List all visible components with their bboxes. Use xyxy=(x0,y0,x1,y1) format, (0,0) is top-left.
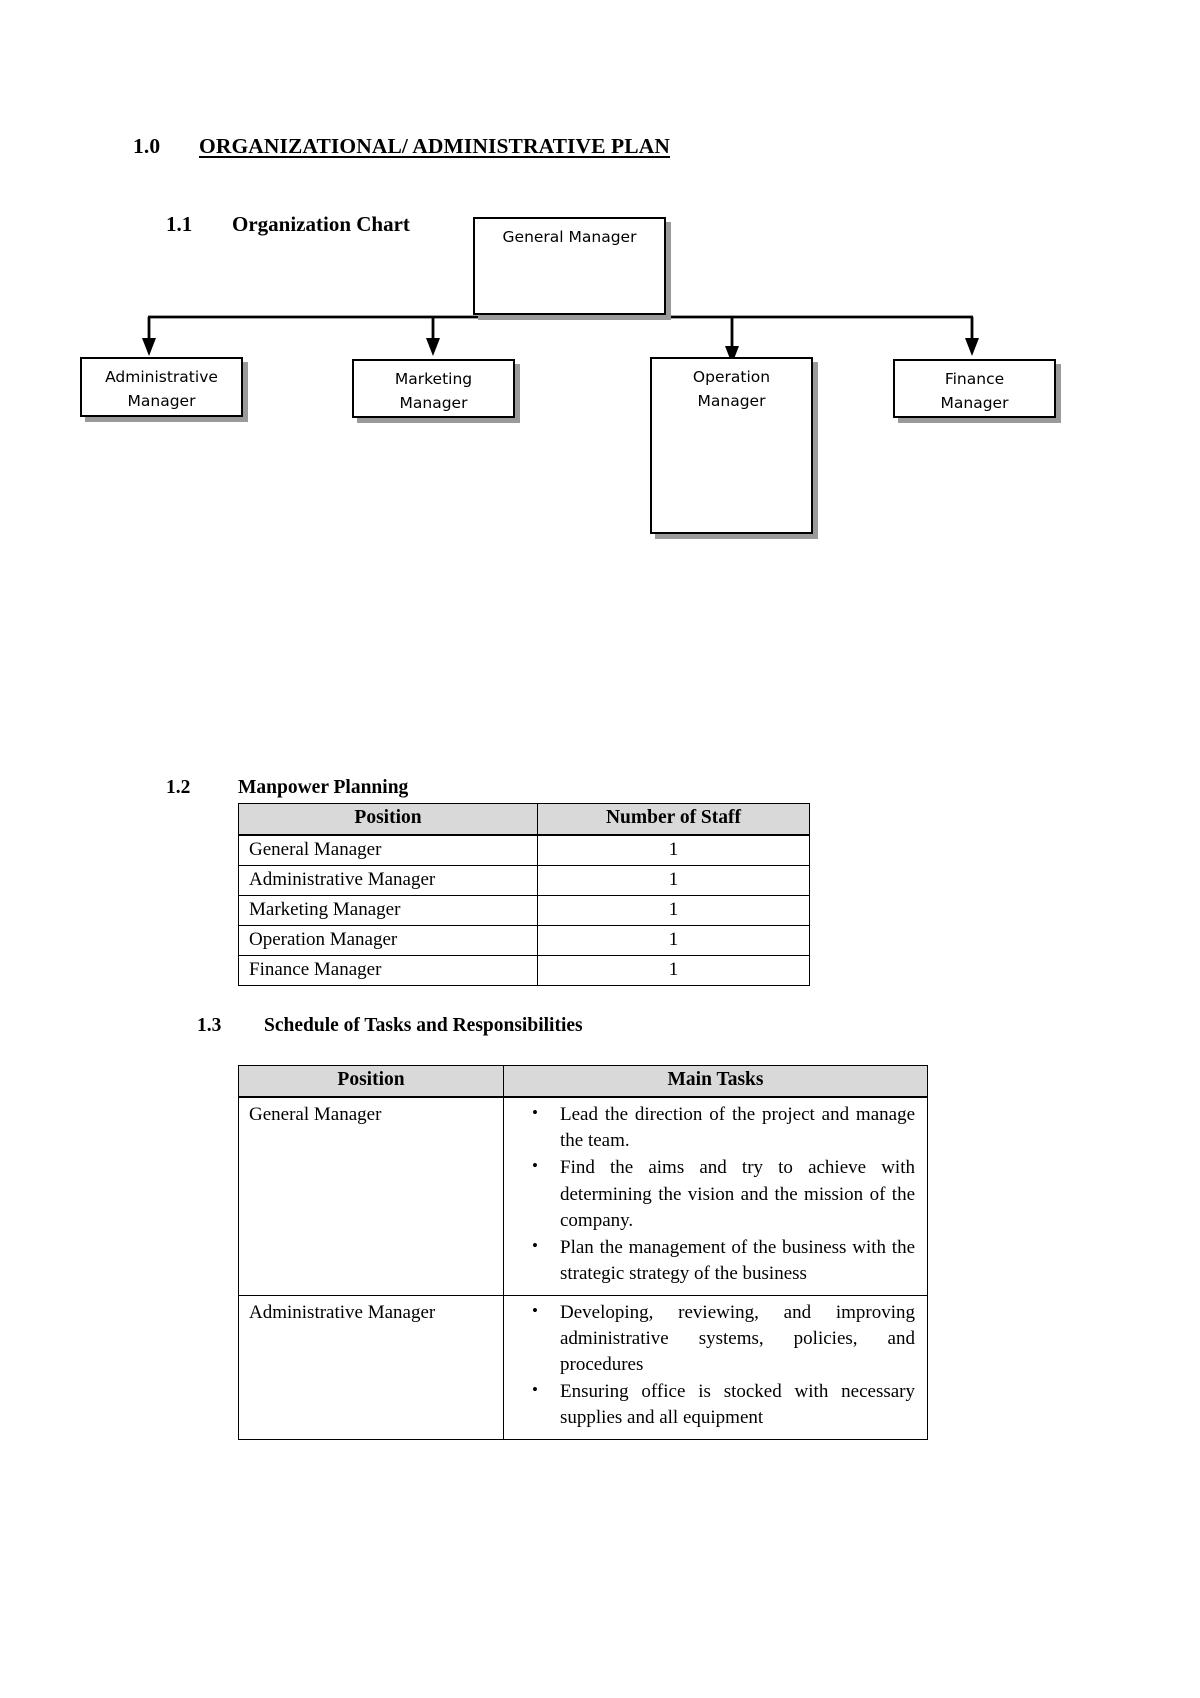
org-node-label-line2: Manager xyxy=(127,392,196,411)
column-header-position: Position xyxy=(238,1065,504,1098)
org-node-label-line1: Administrative xyxy=(105,368,218,386)
cell-position: Administrative Manager xyxy=(238,865,538,896)
section-heading-1-1: 1.1 Organization Chart xyxy=(166,212,410,237)
organization-chart: General Manager Administrative Manager M… xyxy=(0,0,1200,560)
org-node-finance-manager: Finance Manager xyxy=(893,359,1056,418)
org-node-label-line2: Manager xyxy=(940,394,1009,413)
cell-count: 1 xyxy=(537,895,810,926)
table-row: Marketing Manager 1 xyxy=(238,895,810,926)
task-item: Ensuring office is stocked with necessar… xyxy=(532,1378,915,1431)
heading-number: 1.0 xyxy=(133,134,161,158)
section-number-1-2: 1.2 xyxy=(166,777,191,798)
section-title-1-3: Schedule of Tasks and Responsibilities xyxy=(264,1015,583,1036)
org-node-marketing-manager: Marketing Manager xyxy=(352,359,515,418)
cell-position: General Manager xyxy=(238,1096,504,1296)
task-item: Developing, reviewing, and improving adm… xyxy=(532,1299,915,1379)
page-title: 1.0 ORGANIZATIONAL/ ADMINISTRATIVE PLAN xyxy=(133,134,670,159)
cell-position: Finance Manager xyxy=(238,955,538,986)
task-list: Lead the direction of the project and ma… xyxy=(514,1101,915,1288)
table-header-row: Position Number of Staff xyxy=(238,803,810,836)
org-chart-connectors xyxy=(142,275,979,364)
section-heading-1-3: 1.3 Schedule of Tasks and Responsibilitie… xyxy=(197,1015,583,1037)
section-number-1-3: 1.3 xyxy=(197,1015,222,1036)
cell-main-tasks: Lead the direction of the project and ma… xyxy=(503,1096,928,1296)
org-node-label-line2: Manager xyxy=(399,394,468,413)
org-node-administrative-manager: Administrative Manager xyxy=(80,357,243,417)
org-node-general-manager: General Manager xyxy=(473,217,666,315)
task-item: Lead the direction of the project and ma… xyxy=(532,1101,915,1154)
table-row: General Manager 1 xyxy=(238,834,810,866)
org-node-label-line1: Marketing xyxy=(394,370,473,388)
table-row: Operation Manager 1 xyxy=(238,925,810,956)
table-row: General Manager Lead the direction of th… xyxy=(238,1096,928,1296)
org-node-label-line1: Operation xyxy=(692,368,771,386)
cell-count: 1 xyxy=(537,834,810,866)
column-header-number-of-staff: Number of Staff xyxy=(537,803,810,836)
section-title-1-1: Organization Chart xyxy=(232,212,410,236)
task-item: Find the aims and try to achieve with de… xyxy=(532,1154,915,1234)
cell-position: General Manager xyxy=(238,834,538,866)
table-header-row: Position Main Tasks xyxy=(238,1065,928,1098)
task-item: Plan the management of the business with… xyxy=(532,1234,915,1287)
tasks-responsibilities-table: Position Main Tasks General Manager Lead… xyxy=(238,1065,928,1440)
org-node-label-line1: Finance xyxy=(944,370,1005,388)
task-list: Developing, reviewing, and improving adm… xyxy=(514,1299,915,1432)
section-title-1-2: Manpower Planning xyxy=(238,777,409,798)
cell-count: 1 xyxy=(537,865,810,896)
org-node-operation-manager: Operation Manager xyxy=(650,357,813,534)
section-heading-1-2: 1.2 Manpower Planning xyxy=(166,777,408,799)
table-row: Finance Manager 1 xyxy=(238,955,810,986)
cell-position: Operation Manager xyxy=(238,925,538,956)
section-number-1-1: 1.1 xyxy=(166,212,193,236)
cell-main-tasks: Developing, reviewing, and improving adm… xyxy=(503,1294,928,1440)
cell-count: 1 xyxy=(537,955,810,986)
cell-position: Marketing Manager xyxy=(238,895,538,926)
column-header-main-tasks: Main Tasks xyxy=(503,1065,928,1098)
manpower-planning-table: Position Number of Staff General Manager… xyxy=(238,803,810,986)
org-node-label: General Manager xyxy=(502,228,637,246)
table-row: Administrative Manager Developing, revie… xyxy=(238,1294,928,1440)
cell-position: Administrative Manager xyxy=(238,1294,504,1440)
cell-count: 1 xyxy=(537,925,810,956)
org-node-label-line2: Manager xyxy=(697,392,766,411)
heading-text: ORGANIZATIONAL/ ADMINISTRATIVE PLAN xyxy=(199,134,670,158)
table-row: Administrative Manager 1 xyxy=(238,865,810,896)
column-header-position: Position xyxy=(238,803,538,836)
